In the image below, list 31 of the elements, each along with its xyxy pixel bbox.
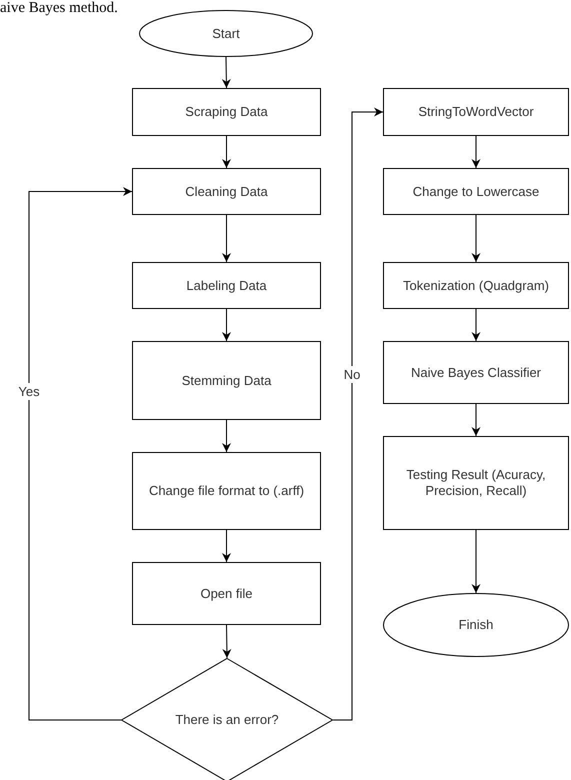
step-text: Change to Lowercase <box>412 184 540 200</box>
step-text: Open file <box>199 586 254 602</box>
arrow <box>222 56 231 88</box>
arrow <box>222 136 231 168</box>
step-text: Scraping Data <box>184 104 269 120</box>
step-text: StringToWordVector <box>417 104 535 120</box>
caption-text: aive Bayes method. <box>0 0 118 17</box>
edge-label: No <box>344 366 360 383</box>
step-text: There is an error? <box>174 712 280 728</box>
arrow <box>222 420 231 452</box>
step-text: Tokenization (Quadgram) <box>402 278 550 294</box>
arrow <box>222 624 232 658</box>
edge-label: Yes <box>18 382 40 400</box>
arrow <box>222 214 231 262</box>
step-text: Cleaning Data <box>184 184 269 200</box>
step-text: Start <box>211 26 241 42</box>
arrow <box>28 187 132 720</box>
arrow <box>222 308 231 342</box>
arrow <box>472 530 480 594</box>
step-text: Naive Bayes Classifier <box>410 364 542 380</box>
arrow <box>472 308 480 342</box>
arrow <box>472 214 480 262</box>
step-text: Labeling Data <box>185 278 268 294</box>
step-text: Change file format to (.arff) <box>148 483 306 499</box>
arrow <box>222 530 231 562</box>
arrow <box>472 136 480 168</box>
arrow <box>332 108 384 720</box>
arrow <box>472 404 480 436</box>
step-text: Stemming Data <box>180 372 272 388</box>
step-text: Finish <box>458 617 494 633</box>
step-text: Testing Result (Acuracy, Precision, Recall) <box>405 467 547 499</box>
